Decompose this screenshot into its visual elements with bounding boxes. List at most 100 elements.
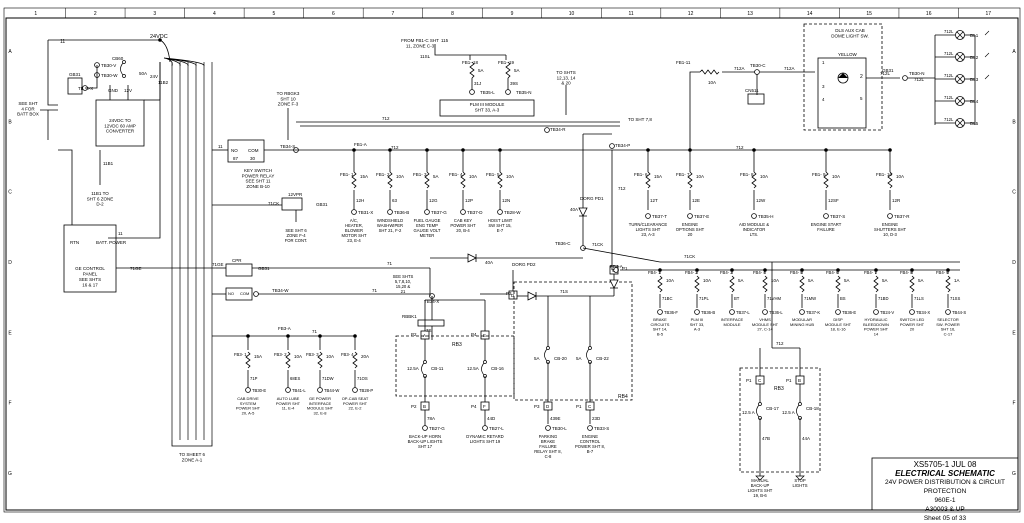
terminal — [245, 387, 251, 393]
lamp-icon — [955, 118, 965, 128]
pin-label: C — [588, 404, 592, 409]
amp-label: 1A — [954, 278, 960, 283]
diode-label: DORG PD1 — [580, 196, 604, 201]
terminal — [505, 89, 511, 95]
fuse-icon — [799, 275, 805, 293]
amp-label: 15A — [654, 174, 662, 179]
cpr-relay — [225, 263, 253, 277]
wire-label: 71GE — [130, 266, 142, 271]
breaker-contact — [798, 402, 802, 406]
plug-label: P1 — [786, 378, 792, 383]
terminal-label: TB44-W — [324, 388, 339, 393]
terminal-label: TB37-L — [736, 310, 750, 315]
wire-label: 71SS — [950, 296, 960, 301]
wire-label: 712L — [944, 51, 954, 56]
terminal-label: TB37-E — [694, 214, 709, 219]
fuse-label: FB1- 2 — [376, 172, 390, 177]
pin-label: 4 — [822, 97, 825, 102]
amp-label: 10A — [294, 354, 302, 359]
schematic-subtitle: 24V POWER DISTRIBUTION & CIRCUIT PROTECT… — [885, 479, 1005, 495]
terminal-label: TB36-E — [842, 310, 856, 315]
schematic-drawing: 24VDC11GB31TB30-VTB30-WTB30-XCB6050A24VG… — [17, 23, 1019, 511]
breaker-contact — [546, 346, 550, 350]
relay-pin-label: 87 — [233, 156, 239, 161]
fuse-icon — [887, 171, 893, 189]
pin-label: A — [423, 333, 426, 338]
wire-label: 11B2 — [158, 80, 169, 85]
converter-box — [95, 99, 145, 147]
row-label: G — [8, 471, 12, 477]
terminal-label: TB44-S — [952, 310, 966, 315]
column-label: 10 — [569, 11, 575, 17]
amp-label: 5A — [433, 174, 439, 179]
row-label: A — [8, 49, 12, 55]
amp-label: 10A — [771, 278, 779, 283]
column-label: 9 — [511, 11, 514, 17]
row-label: F — [1012, 401, 1015, 407]
breaker-icon — [421, 362, 425, 376]
fuse-label: FB4- 2 — [685, 270, 698, 275]
wire-label: 71LS — [914, 296, 924, 301]
fuse-icon — [317, 351, 323, 369]
pin-label: 1 — [822, 60, 825, 65]
wire-label: 71DW — [322, 376, 334, 381]
wire — [434, 44, 506, 56]
terminal — [873, 309, 879, 315]
breaker-label: CB-16 — [491, 366, 504, 371]
ge-control-panel — [63, 224, 117, 293]
wire-label: 712L — [944, 95, 954, 100]
wire-label: 712A — [734, 66, 745, 71]
lamp-label: DL5 — [970, 121, 979, 126]
wire-label: 12W — [756, 198, 766, 203]
fuse-icon — [762, 275, 768, 293]
title-block: XS5705-1 JUL 08 ELECTRICAL SCHEMATIC 24V… — [872, 460, 1018, 522]
sheet-number: Sheet 05 of 33 — [923, 515, 967, 522]
terminal — [645, 213, 651, 219]
wire-label: 712L — [944, 73, 954, 78]
column-label: 17 — [985, 11, 991, 17]
amp-label: 15A — [360, 174, 368, 179]
terminal — [587, 425, 593, 431]
wire-label: 12G — [429, 198, 438, 203]
diode-icon — [467, 253, 477, 263]
plug-label: P1 — [622, 266, 628, 271]
dls-switch-box — [817, 57, 867, 129]
fuse-icon — [823, 171, 829, 189]
wire-label: 71BD — [878, 296, 888, 301]
breaker-icon — [796, 404, 800, 418]
amp-label: 10A — [896, 174, 904, 179]
breaker-icon — [481, 362, 485, 376]
fuse-icon — [351, 171, 357, 189]
wire-label: 712 — [776, 341, 784, 346]
wire-label: 712 — [391, 145, 399, 150]
terminal-label: TB28-W — [504, 210, 521, 215]
terminal — [387, 209, 393, 215]
schematic-title: ELECTRICAL SCHEMATIC — [895, 469, 995, 478]
terminal-label: TB36-C — [555, 241, 571, 246]
terminal — [351, 209, 357, 215]
batt-power-label: BATT. POWER — [96, 240, 127, 245]
wire-label: 712 — [736, 145, 744, 150]
relay-block-label: RB3 — [452, 342, 462, 348]
drawing-number: XS5705-1 JUL 08 — [913, 460, 977, 469]
cn511-connector — [747, 93, 765, 105]
wire-label: 71VHM — [767, 296, 781, 301]
fuse-icon — [424, 171, 430, 189]
cb60-contact — [122, 74, 126, 78]
ground-icon — [984, 30, 990, 80]
key-switch-relay — [227, 139, 265, 163]
wire-label: 11 — [60, 39, 65, 45]
fuse-label: FB1-11 — [676, 60, 691, 65]
fuse-label: FB1- 18 — [462, 60, 479, 65]
pin-label: C — [758, 378, 762, 383]
terminal-label: TB30-V — [101, 63, 116, 68]
row-label: C — [1012, 190, 1016, 196]
terminal — [317, 387, 323, 393]
